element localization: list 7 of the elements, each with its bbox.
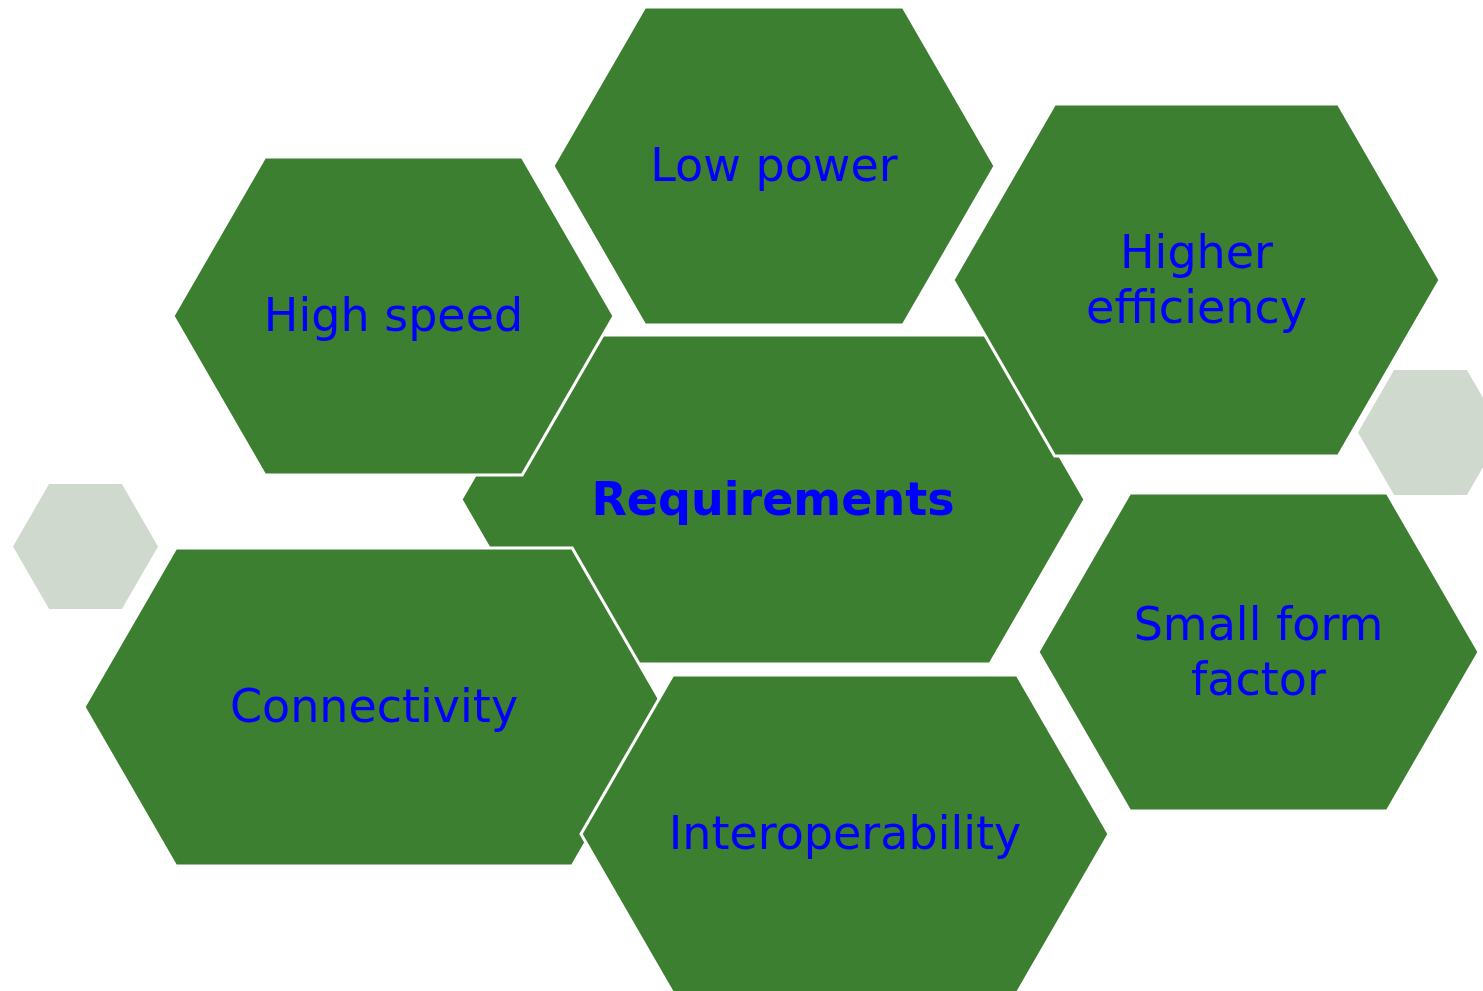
hexagon-label: Small form factor	[1132, 596, 1385, 708]
hexagon-label: High speed	[263, 288, 524, 344]
hexagon-label: Higher efficiency	[1085, 224, 1308, 336]
hexagon-label: Low power	[650, 138, 898, 194]
hexagon-label: Interoperability	[668, 806, 1022, 862]
hexagon-label: Connectivity	[229, 679, 519, 735]
central-hexagon-title: Requirements	[591, 471, 955, 528]
